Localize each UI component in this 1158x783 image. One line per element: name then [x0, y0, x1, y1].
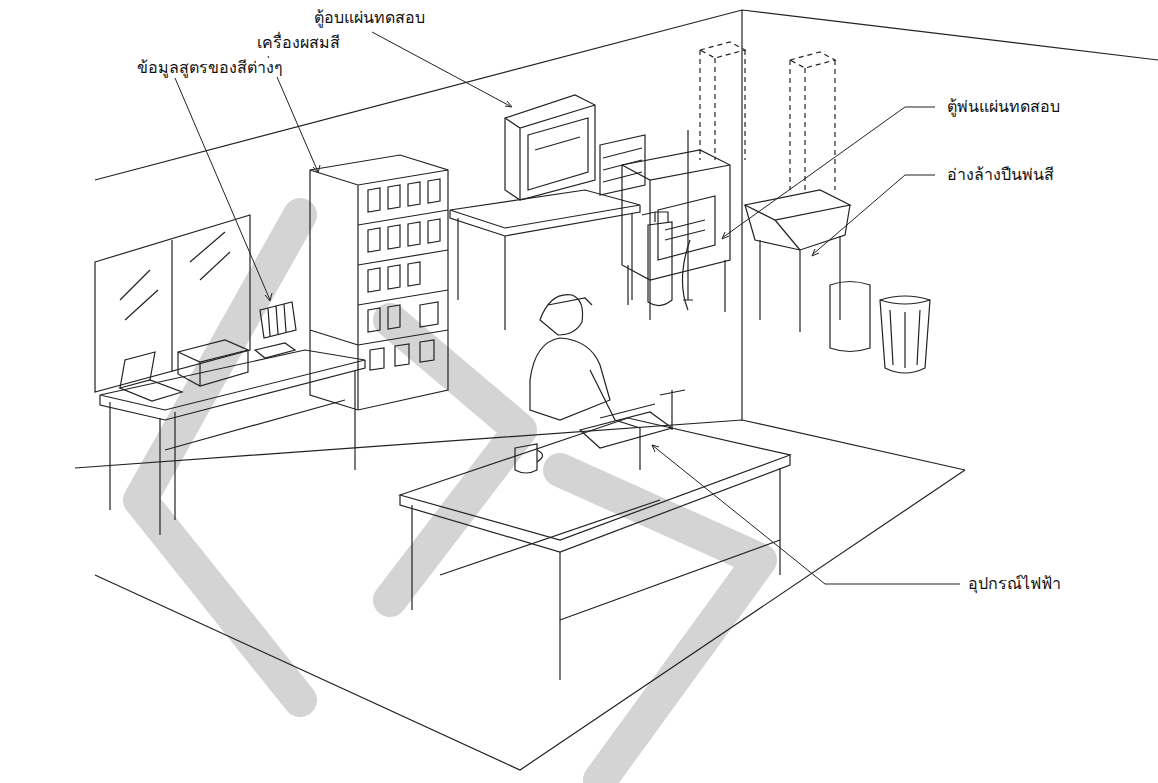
- extinguisher: [642, 212, 672, 306]
- office-equipment: [120, 302, 296, 401]
- waste-bins: [830, 282, 930, 374]
- part-label: อ่างล้างปืนพ่นสี: [945, 165, 1056, 184]
- part-label: ตู้พ่นแผ่นทดสอบ: [945, 97, 1062, 116]
- window: [95, 215, 250, 392]
- leader-lines: [175, 32, 960, 584]
- spray-booth: [622, 130, 730, 320]
- mixing-shelf: [310, 155, 448, 410]
- desk: [100, 350, 365, 535]
- watermark: [140, 215, 760, 780]
- worker: [515, 295, 685, 473]
- part-label: ตู้อบแผ่นทดสอบ: [312, 8, 427, 27]
- work-table: [400, 418, 790, 680]
- test-panel-oven: [450, 95, 640, 330]
- gun-wash-sink: [745, 190, 850, 332]
- exhaust-duct: [700, 42, 835, 190]
- part-label: เครื่องผสมสี: [255, 33, 342, 52]
- part-label: อุปกรณ์ไฟฟ้า: [966, 574, 1063, 593]
- room-outline: [75, 10, 1158, 770]
- part-label: ข้อมูลสูตรของสีต่างๆ: [135, 58, 285, 77]
